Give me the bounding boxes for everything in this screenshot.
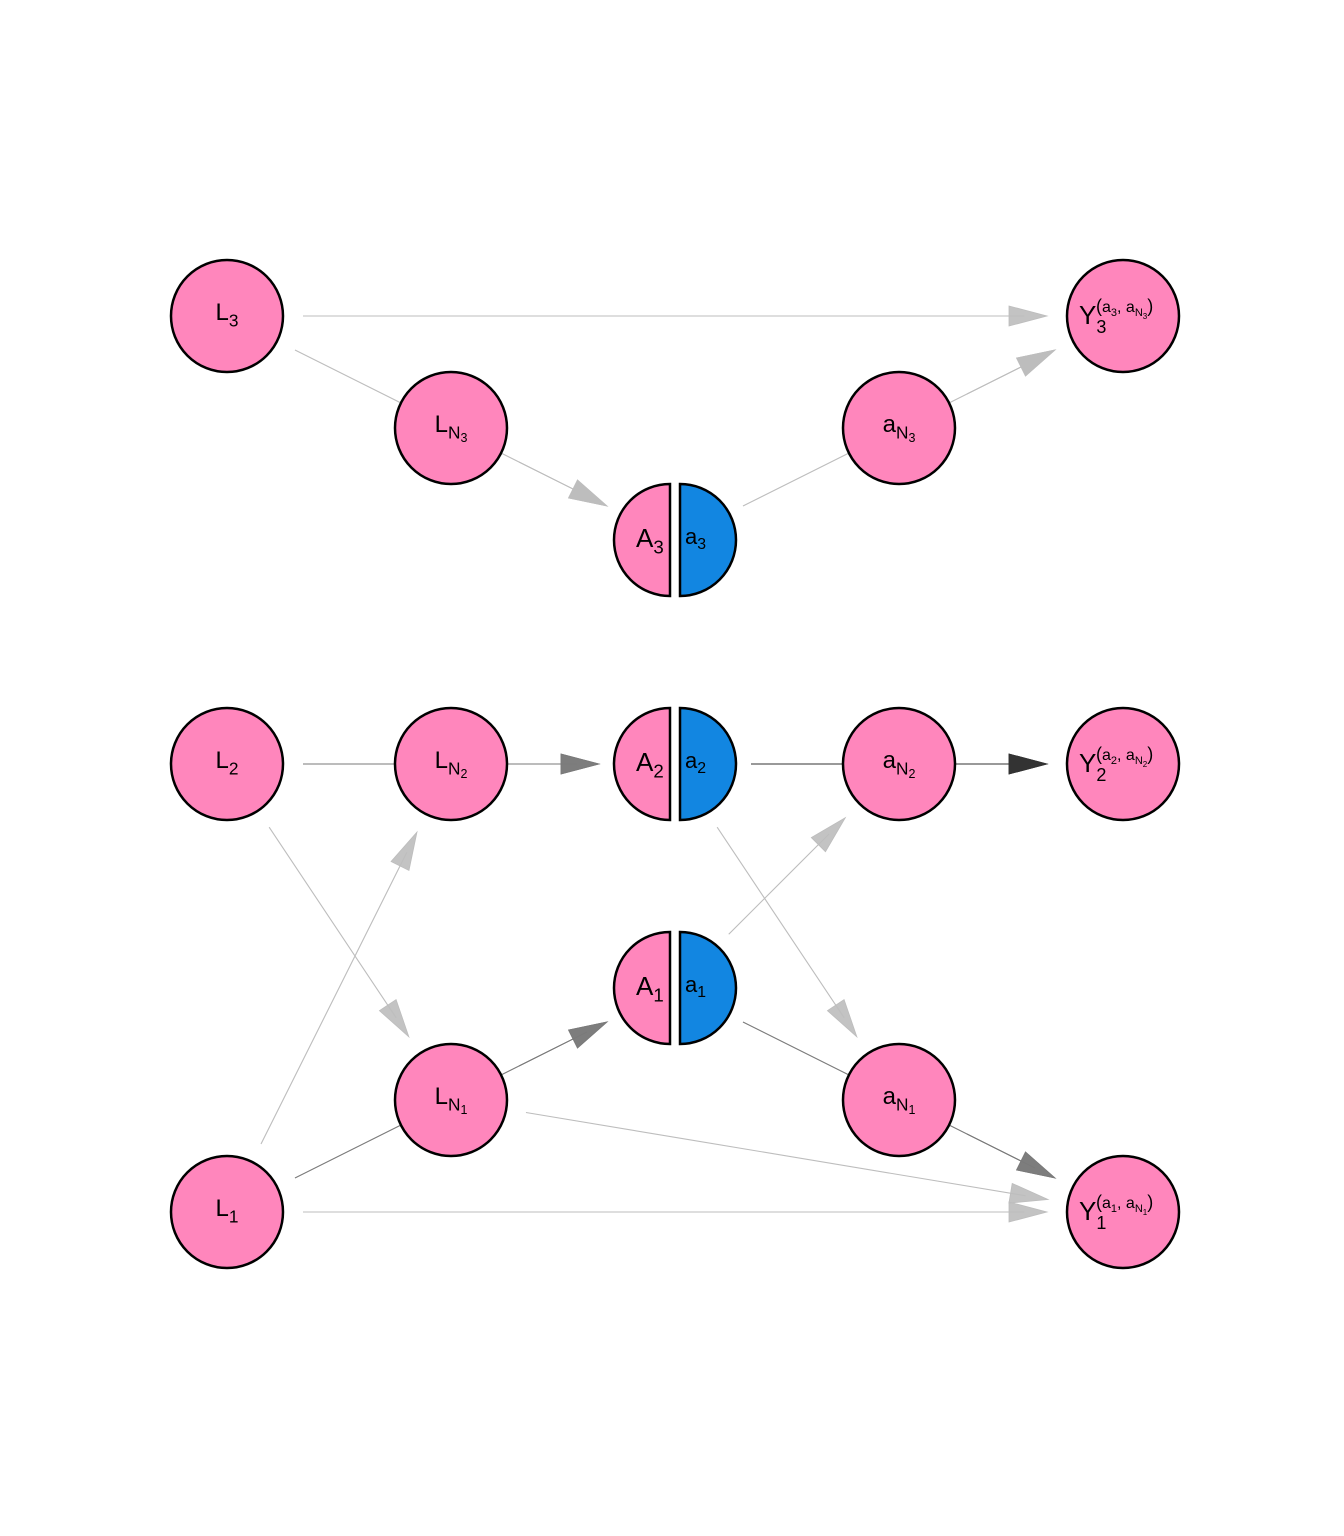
arrowhead [1008, 305, 1049, 327]
node-aN3: aN3 [841, 370, 957, 486]
arrowhead [1008, 1201, 1049, 1223]
arrowhead [1015, 349, 1057, 377]
node-L1: L1 [169, 1154, 285, 1270]
node-label: Y1 [1079, 1196, 1106, 1233]
node-A3: A3 a3 [612, 482, 738, 598]
node-LN3: LN3 [393, 370, 509, 486]
arrowhead [567, 1021, 609, 1049]
edge-L1-to-LN2 [260, 830, 418, 1145]
node-label-right: a3 [685, 524, 706, 553]
node-label-left: A3 [636, 523, 664, 557]
node-circle [393, 706, 509, 822]
node-superscript: (a3, aN3) [1096, 296, 1153, 321]
edge-LN1-to-Y1 [525, 1111, 1050, 1204]
arrowhead [567, 479, 609, 507]
node-label: L2 [216, 747, 239, 778]
arrowhead [1008, 753, 1049, 775]
node-circle [841, 706, 957, 822]
node-label: LN3 [435, 411, 468, 445]
node-Y1: Y1(a1, aN1) [1065, 1154, 1181, 1270]
node-circle [169, 706, 285, 822]
node-label-right: a1 [685, 972, 706, 1001]
node-label: LN1 [435, 1083, 468, 1117]
node-label-left: A1 [636, 971, 664, 1005]
node-Y3: Y3(a3, aN3) [1065, 258, 1181, 374]
node-circle [393, 1042, 509, 1158]
node-aN2: aN2 [841, 706, 957, 822]
edge-L3-to-Y3 [303, 305, 1049, 327]
arrowhead [1008, 1182, 1050, 1204]
edge-A2-to-aN1 [716, 826, 858, 1039]
edge-LN1-to-A1 [518, 1021, 609, 1067]
node-half-intervened [678, 706, 738, 822]
node-circle [1065, 706, 1181, 822]
node-A1: A1 a1 [612, 930, 738, 1046]
node-circle [1065, 1154, 1181, 1270]
arrowhead [560, 753, 601, 775]
node-circle [169, 258, 285, 374]
node-LN2: LN2 [393, 706, 509, 822]
edge-aN3-to-Y3 [966, 349, 1057, 395]
node-half-observed [612, 706, 672, 822]
arrowhead [378, 998, 410, 1039]
node-half-observed [612, 482, 672, 598]
node-label: L3 [216, 299, 239, 330]
node-half-intervened [678, 482, 738, 598]
node-label: LN2 [435, 747, 468, 781]
node-circle [1065, 258, 1181, 374]
node-aN1: aN1 [841, 1042, 957, 1158]
node-label: Y3 [1079, 300, 1106, 337]
edge-A1-to-aN2 [728, 816, 847, 935]
edge-LN2-to-A2 [527, 753, 601, 775]
node-label-right: a2 [685, 748, 706, 777]
node-label: aN2 [883, 747, 916, 781]
node-label: aN1 [883, 1083, 916, 1117]
node-Y2: Y2(a2, aN2) [1065, 706, 1181, 822]
node-label-left: A2 [636, 747, 664, 781]
node-half-observed [612, 930, 672, 1046]
edge-L1-to-Y1 [303, 1201, 1049, 1223]
node-label: aN3 [883, 411, 916, 445]
node-circle [169, 1154, 285, 1270]
arrowhead [810, 816, 847, 853]
edge-aN2-to-Y2 [975, 753, 1049, 775]
node-label: Y2 [1079, 748, 1106, 785]
node-superscript: (a1, aN1) [1096, 1192, 1153, 1217]
arrowhead [826, 998, 858, 1039]
node-superscript: (a2, aN2) [1096, 744, 1153, 769]
edge-L2-to-LN1 [268, 826, 410, 1039]
node-L3: L3 [169, 258, 285, 374]
node-L2: L2 [169, 706, 285, 822]
edge-aN1-to-Y1 [966, 1133, 1057, 1179]
arrowhead [390, 830, 418, 872]
node-circle [841, 1042, 957, 1158]
node-A2: A2 a2 [612, 706, 738, 822]
node-circle [841, 370, 957, 486]
edge-LN3-to-A3 [518, 461, 609, 507]
arrowhead [1015, 1151, 1057, 1179]
node-circle [393, 370, 509, 486]
node-LN1: LN1 [393, 1042, 509, 1158]
node-half-intervened [678, 930, 738, 1046]
node-label: L1 [216, 1195, 239, 1226]
